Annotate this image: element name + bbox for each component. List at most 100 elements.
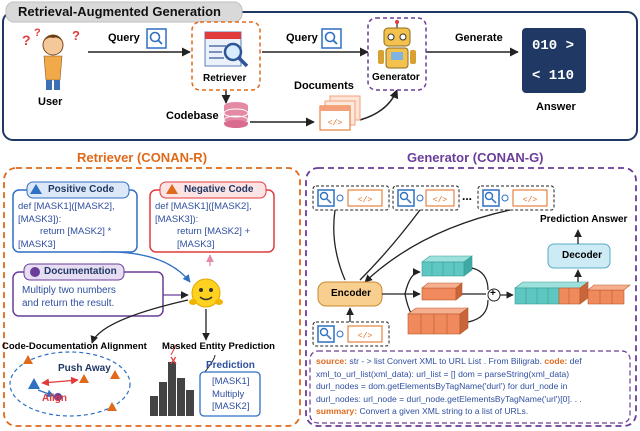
decoder-box <box>547 243 611 269</box>
query-label-2: Query <box>286 32 318 44</box>
source-text-segment: Convert a given XML string to a list of … <box>357 406 529 417</box>
positive-code-line: [MASK3] <box>18 238 56 250</box>
encoder-label: Encoder <box>331 288 372 299</box>
documentation-line: and return the result. <box>22 298 115 309</box>
x-mark: X <box>170 356 177 367</box>
arrow-positive-encoder <box>99 251 191 283</box>
retrieved-pairs: </> </> </> <box>312 185 555 211</box>
codebase-label: Codebase <box>166 110 219 122</box>
positive-code-text: def [MASK1]([MASK2], [MASK3]): return [M… <box>18 201 115 251</box>
negative-triangle-a <box>23 355 33 364</box>
documentation-icon <box>30 267 40 277</box>
push-away-label: Push Away <box>58 363 111 374</box>
edge-pair1-encoder <box>333 209 346 281</box>
concatenated-features <box>514 281 631 305</box>
prediction-item: [MASK2] <box>212 401 250 412</box>
svg-text:</>: </> <box>433 196 448 205</box>
generator-label: Generator <box>372 72 420 83</box>
answer-line-1: 010 > <box>532 38 575 54</box>
encoder-face-icon <box>189 278 223 308</box>
positive-triangle-icon <box>30 184 42 194</box>
negative-triangle-c <box>107 402 117 411</box>
answer-label: Answer <box>536 101 576 113</box>
documentation-text: Multiply two numbers and return the resu… <box>22 284 116 310</box>
documentation-line: Multiply two numbers <box>22 285 116 296</box>
negative-code-line: [MASK3] <box>177 238 215 250</box>
feature-block-small <box>421 282 463 301</box>
retriever-label: Retriever <box>203 73 247 84</box>
source-text-segment: def <box>567 356 582 366</box>
plus-sign: + <box>490 288 496 299</box>
positive-code-tab <box>26 181 130 199</box>
source-text-box <box>309 350 631 424</box>
push-away-arrow <box>41 376 79 387</box>
prediction-label: Prediction <box>206 360 255 371</box>
source-line: durl_nodes: url_node = durl_node.getElem… <box>316 393 582 404</box>
x-mark-line <box>170 344 177 356</box>
documentation-label: Documentation <box>44 266 117 277</box>
svg-text:</>: </> <box>523 196 538 205</box>
prediction-item: Multiply <box>212 388 245 400</box>
negative-triangle-icon <box>166 184 178 194</box>
prediction-histogram <box>150 362 194 416</box>
generate-label: Generate <box>455 32 503 44</box>
ellipsis: ... <box>462 189 473 203</box>
align-arrow <box>37 389 55 398</box>
documents-icon: </> <box>319 95 361 131</box>
align-label: Align <box>42 393 67 404</box>
feature-block-salmon <box>407 307 469 335</box>
summary-key: summary: <box>316 406 358 417</box>
query-search-icon-2 <box>321 28 342 49</box>
source-line: summary: Convert a given XML string to a… <box>316 405 582 418</box>
query-search-icon-1 <box>146 28 167 49</box>
negative-triangle-b <box>110 370 120 379</box>
negative-code-line: [MASK3]): <box>155 213 199 225</box>
svg-text:</>: </> <box>328 119 343 128</box>
prediction-item: [MASK1] <box>212 376 250 387</box>
feature-block-teal <box>421 255 473 277</box>
cda-label: Code-Documentation Alignment <box>2 341 147 352</box>
answer-line-2: < 110 <box>532 68 575 84</box>
user-icon: ? ? ? <box>22 27 80 90</box>
codebase-icon <box>223 102 249 128</box>
pushed-triangle <box>79 374 89 383</box>
prediction-answer-label: Prediction Answer <box>540 214 628 225</box>
positive-code-line: [MASK3]): <box>18 213 62 225</box>
prediction-items: [MASK1] Multiply [MASK2] <box>212 376 250 414</box>
edge-pair2-encoder <box>359 209 421 281</box>
query-label-1: Query <box>108 32 140 44</box>
source-text: source: str - > list Convert XML to URL … <box>316 355 582 418</box>
negative-code-label: Negative Code <box>184 184 254 195</box>
positive-code-line: return [MASK2] * <box>40 226 112 237</box>
source-line: xml_to_url_list(xml_data): url_list = []… <box>316 368 570 379</box>
documents-label: Documents <box>294 80 354 92</box>
edge-pair3-encoder <box>364 209 511 283</box>
doc-anchor <box>54 393 62 401</box>
svg-text:</>: </> <box>358 332 373 341</box>
svg-text:?: ? <box>72 28 80 43</box>
anchor-triangle <box>28 378 40 389</box>
negative-code-text: def [MASK1]([MASK2], [MASK3]): return [M… <box>155 201 252 251</box>
retriever-icon <box>204 31 249 68</box>
mep-label: Masked Entity Prediction <box>162 341 275 352</box>
svg-text:?: ? <box>22 32 31 48</box>
negative-code-line: def [MASK1]([MASK2], <box>155 201 252 212</box>
svg-text:?: ? <box>34 27 41 39</box>
robot-icon <box>378 20 416 69</box>
positive-code-line: def [MASK1]([MASK2], <box>18 201 115 212</box>
generator-panel-title: Generator (CONAN-G) <box>407 150 544 165</box>
negative-code-tab <box>159 181 267 199</box>
documentation-tab <box>23 263 125 281</box>
source-key: source: <box>316 356 348 366</box>
decoder-label: Decoder <box>562 250 603 261</box>
source-text-segment: str - > list Convert XML to URL List . F… <box>347 356 545 366</box>
retriever-panel-title: Retriever (CONAN-R) <box>77 150 208 165</box>
arrow-documents-generator <box>359 89 399 121</box>
prediction-box <box>199 371 261 417</box>
source-line: source: str - > list Convert XML to URL … <box>316 355 582 368</box>
source-line: durl_nodes = dom.getElementsByTagName('d… <box>316 381 568 392</box>
query-pair-code-icon <box>347 325 383 343</box>
negative-code-line: return [MASK2] + <box>177 226 251 237</box>
